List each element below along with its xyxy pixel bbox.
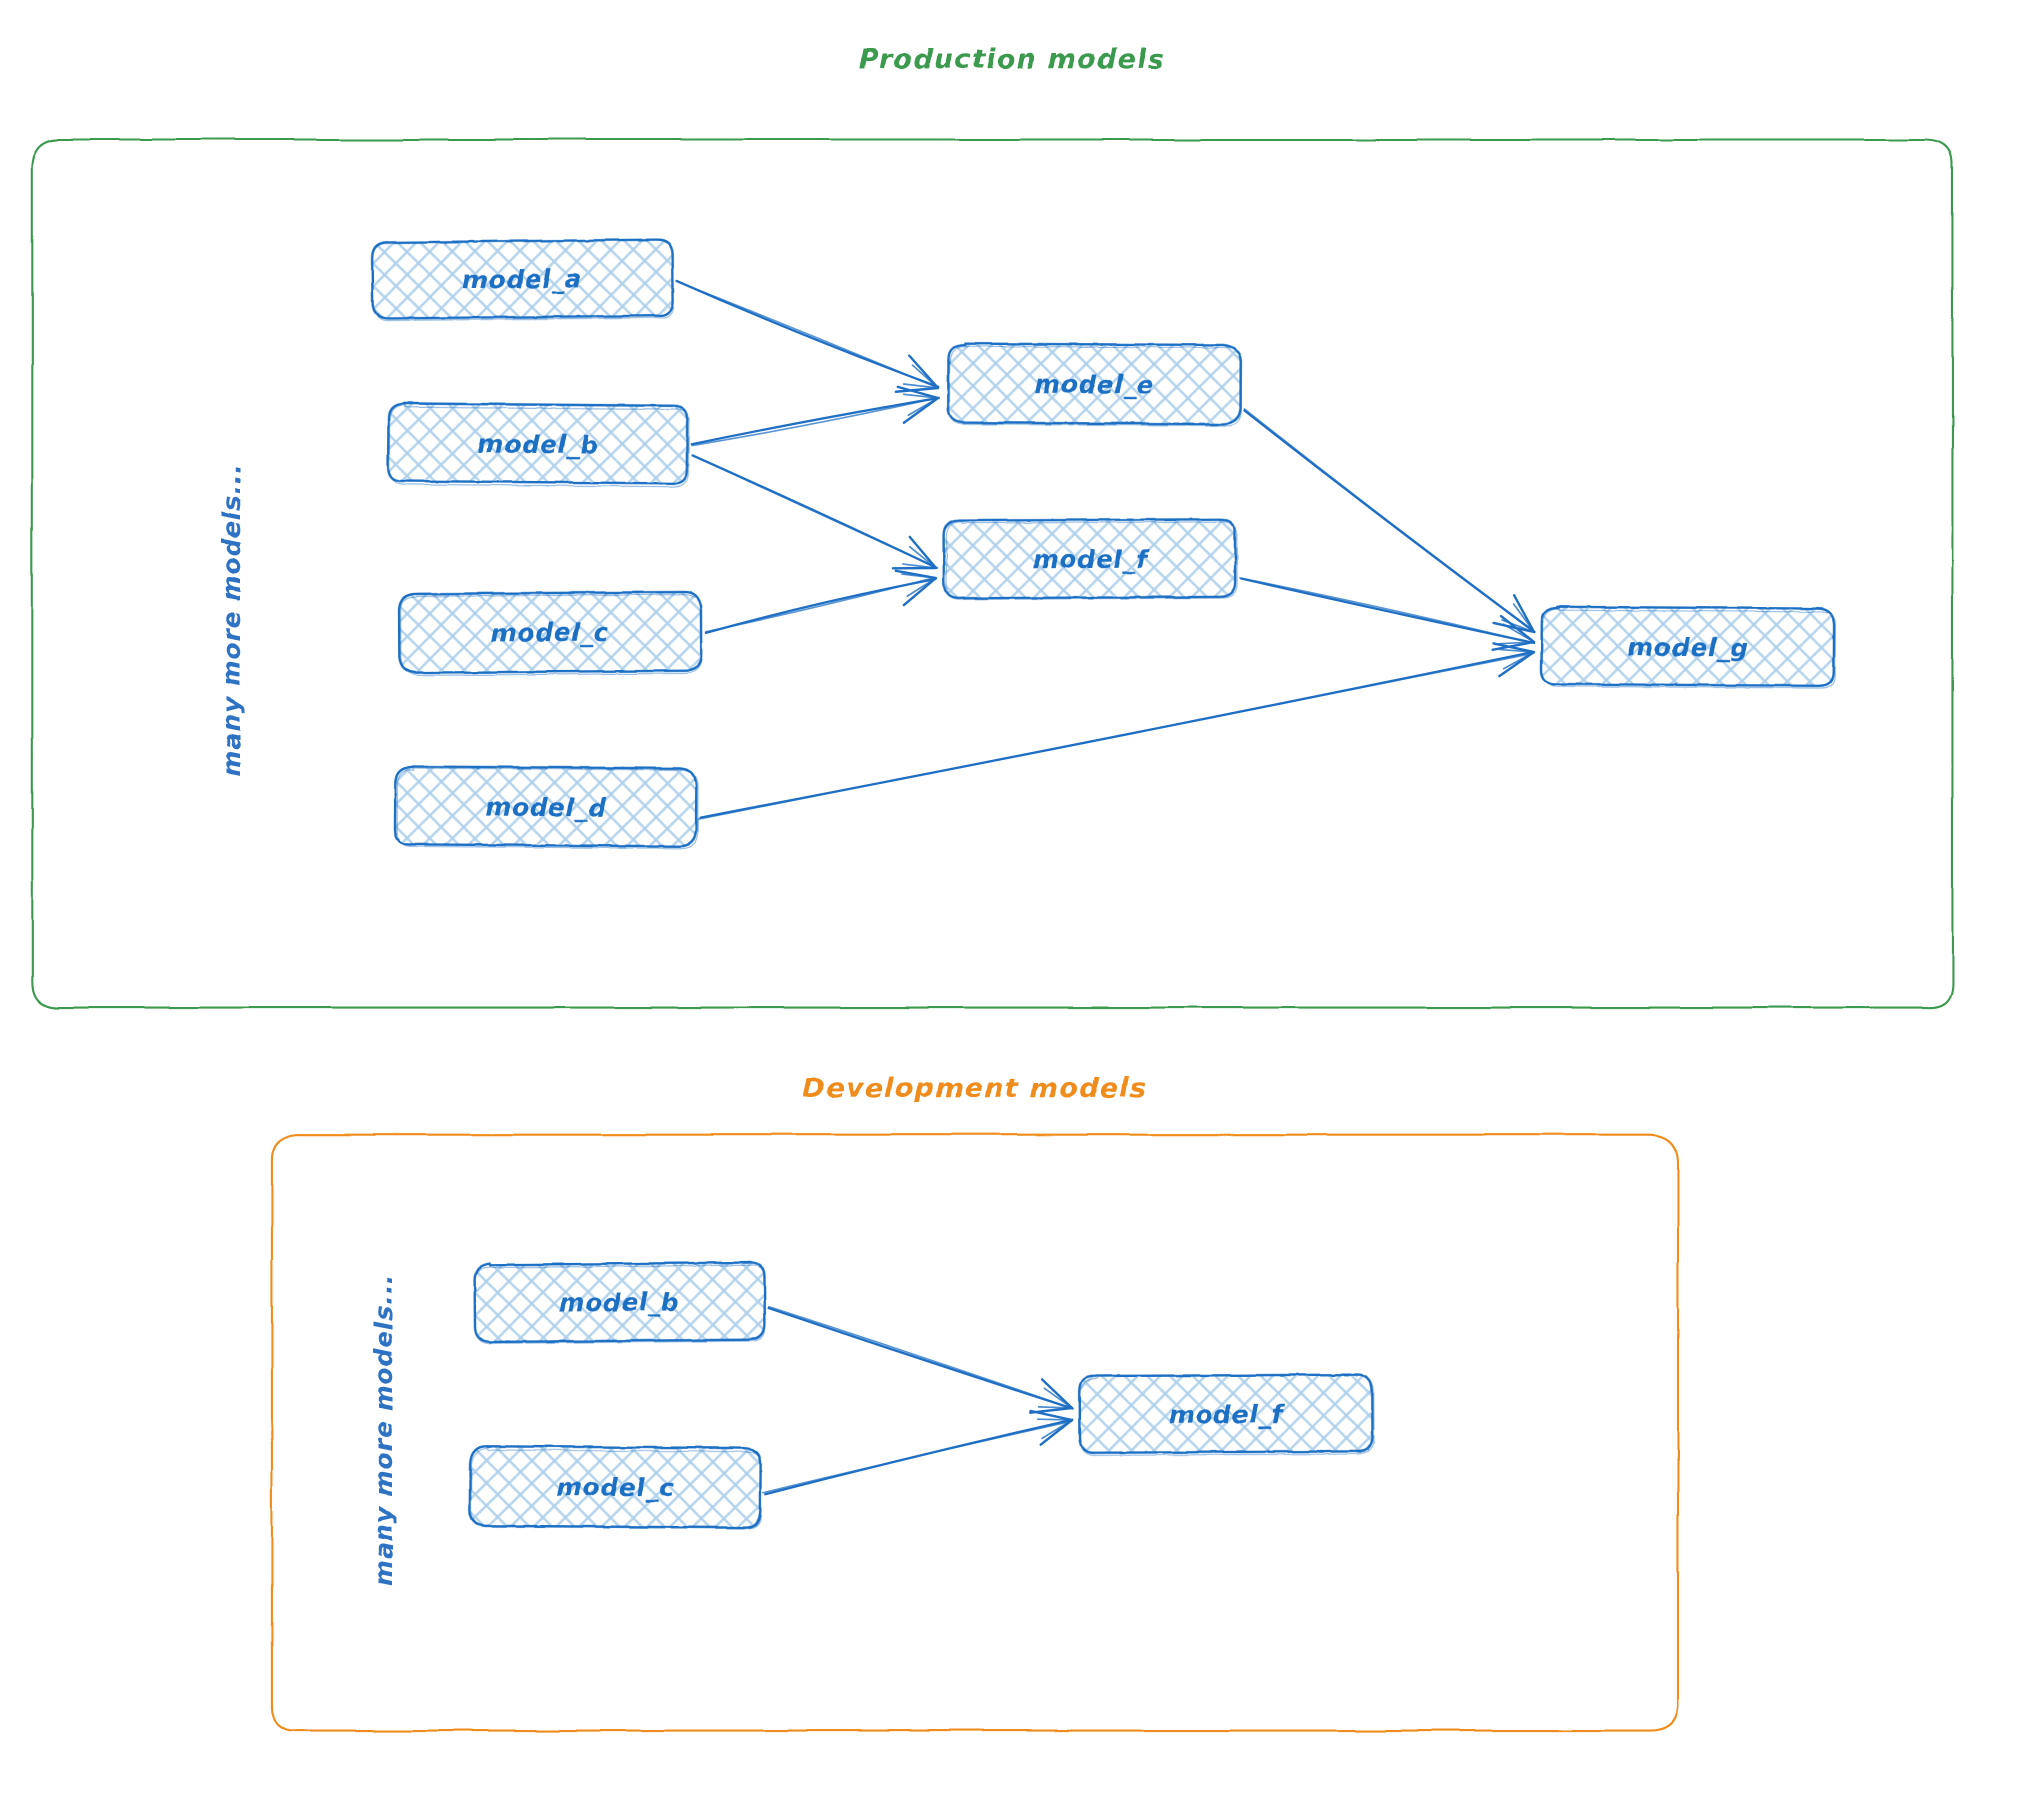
group-title-development: Development models: [803, 1073, 1148, 1104]
node-label: model_f: [1033, 545, 1150, 575]
node-label: model_g: [1627, 633, 1748, 663]
node-model_d[interactable]: model_d: [393, 765, 699, 849]
node-model_b[interactable]: model_b: [386, 402, 690, 488]
group-container-production: [31, 138, 1954, 1009]
node-dev_model_b[interactable]: model_b: [473, 1261, 767, 1344]
node-label: model_d: [485, 793, 607, 823]
node-label: model_f: [1169, 1400, 1286, 1430]
node-label: model_a: [462, 264, 583, 294]
node-label: model_b: [558, 1287, 679, 1317]
node-model_a[interactable]: model_a: [370, 238, 675, 322]
side-label-development: many more models...: [369, 1274, 398, 1586]
edge-model_c-to-model_f: [704, 569, 938, 635]
node-model_g[interactable]: model_g: [1540, 605, 1837, 689]
node-model_e[interactable]: model_e: [947, 342, 1243, 427]
edge-model_b-to-model_e: [690, 385, 940, 447]
group-container-development: [270, 1133, 1680, 1732]
edge-model_e-to-model_g: [1243, 408, 1536, 634]
edge-model_d-to-model_g: [698, 642, 1536, 820]
node-model_c[interactable]: model_c: [397, 590, 703, 676]
node-label: model_c: [556, 1473, 674, 1503]
node-label: model_e: [1034, 370, 1154, 400]
edge-model_a-to-model_e: [675, 279, 940, 393]
edge-dev_model_c-to-dev_model_f: [761, 1409, 1074, 1496]
node-label: model_b: [477, 429, 598, 459]
node-label: model_c: [491, 618, 609, 648]
node-dev_model_f[interactable]: model_f: [1078, 1373, 1375, 1457]
edge-model_f-to-model_g: [1239, 577, 1536, 652]
edge-model_b-to-model_f: [691, 454, 939, 570]
node-model_f[interactable]: model_f: [942, 518, 1238, 601]
edge-dev_model_b-to-dev_model_f: [767, 1305, 1074, 1414]
side-label-production: many more models...: [217, 464, 246, 776]
group-title-production: Production models: [859, 44, 1165, 75]
node-dev_model_c[interactable]: model_c: [468, 1445, 762, 1530]
